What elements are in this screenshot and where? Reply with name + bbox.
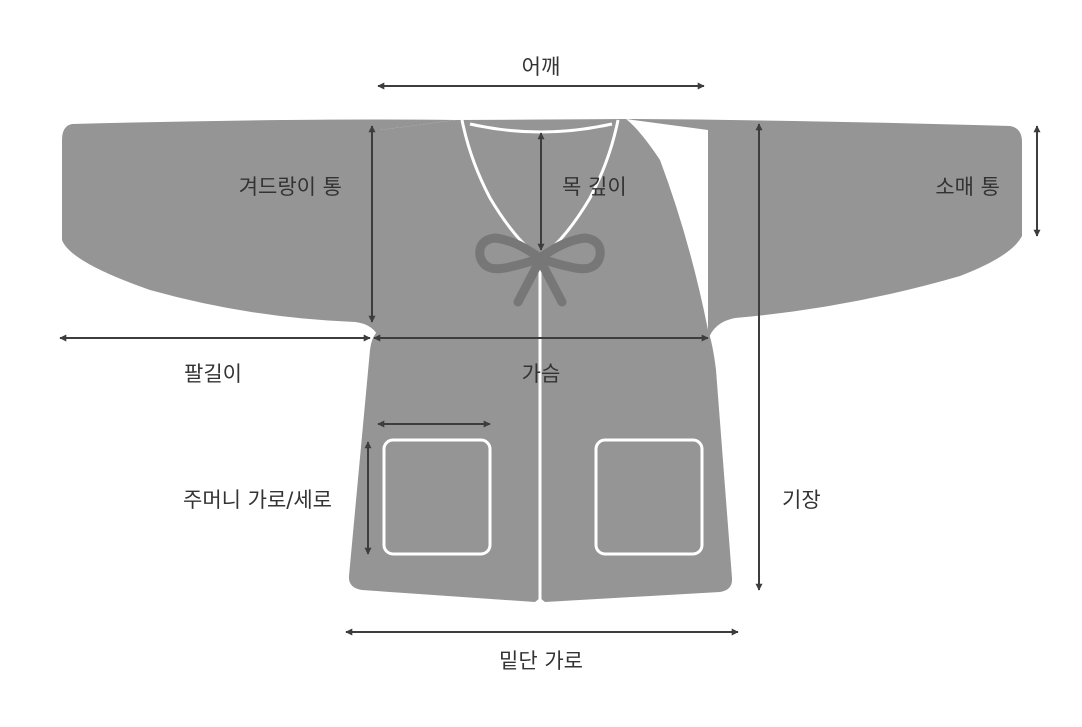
bow-left-loop: [475, 233, 545, 274]
sleeve-width-label: 소매 통: [935, 175, 1000, 199]
dimension-lines: [59, 82, 1041, 636]
bow-tie: [475, 233, 605, 307]
left-pocket: [382, 438, 492, 556]
neck-top-edge: [469, 122, 613, 134]
measurement-labels: 어깨 겨드랑이 통 목 깊이 소매 통 팔길이 가슴 주머니 가로/세로 기장 …: [183, 55, 1000, 673]
right-pocket: [594, 438, 704, 556]
length-label: 기장: [782, 488, 821, 512]
chest-label: 가슴: [522, 362, 561, 386]
neck-depth-label: 목 깊이: [562, 175, 627, 199]
jacket-silhouette: [62, 119, 1022, 604]
pocket-label: 주머니 가로/세로: [183, 488, 332, 512]
right-sleeve: [626, 119, 1022, 340]
armhole-label: 겨드랑이 통: [239, 175, 342, 199]
bow-tail-left: [513, 255, 545, 307]
bow-right-loop: [535, 233, 605, 274]
bow-tail-right: [535, 255, 567, 307]
left-sleeve: [62, 119, 456, 340]
shoulder-label: 어깨: [522, 55, 561, 79]
sleeve-length-label: 팔길이: [184, 362, 242, 386]
hem-label: 밑단 가로: [499, 649, 583, 673]
